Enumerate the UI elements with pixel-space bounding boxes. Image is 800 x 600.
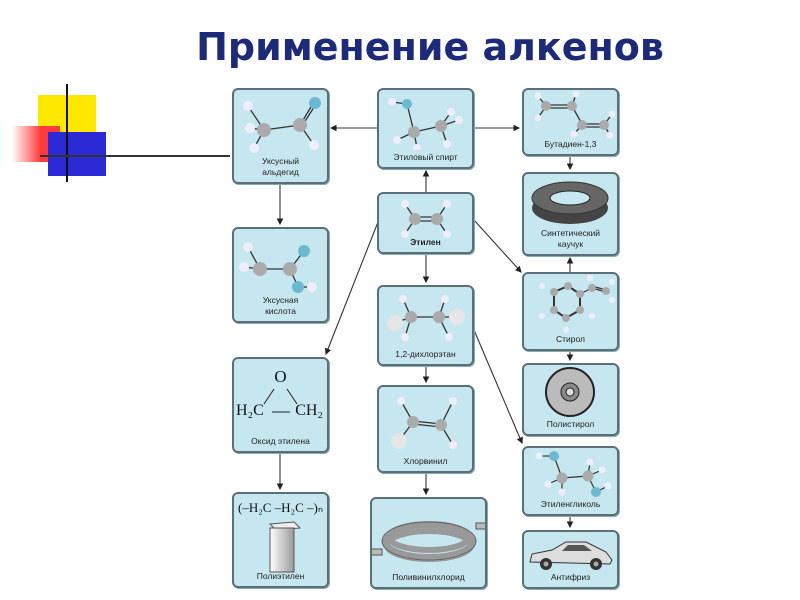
node-polystyrene: Полистирол xyxy=(522,363,619,436)
node-label: Уксусный альдегид xyxy=(261,156,300,177)
formula-ch2: CH₂ xyxy=(295,402,323,419)
node-ethylene: Этилен xyxy=(377,192,474,254)
node-ethylene-glycol: Этиленгликоль xyxy=(522,446,619,516)
horizontal-line-decoration xyxy=(40,155,230,157)
vertical-line-decoration xyxy=(66,84,68,182)
dichloroethane-molecule-icon xyxy=(387,295,465,341)
node-label: Полиэтилен xyxy=(256,571,305,581)
node-label: Синтетический каучук xyxy=(540,228,601,249)
node-dichloroethane: 1,2-дихлорэтан xyxy=(377,285,474,366)
node-label: Хлорвинил xyxy=(403,456,448,466)
package-icon xyxy=(268,521,302,573)
node-ethylene-oxide: O H₂C CH₂ Оксид этилена xyxy=(232,357,329,453)
node-ethanol: Этиловый спирт xyxy=(377,88,474,169)
ethanol-molecule-icon xyxy=(388,98,463,152)
formula-o: O xyxy=(274,367,287,386)
ethylene-glycol-molecule-icon xyxy=(535,451,612,497)
node-chlorvinyl: Хлорвинил xyxy=(377,385,474,473)
node-label: Антифриз xyxy=(550,572,591,582)
node-acetic-acid: Уксусная кислота xyxy=(232,227,329,323)
node-butadiene: Бутадиен-1,3 xyxy=(522,88,619,156)
node-label: Оксид этилена xyxy=(251,436,310,446)
polyethylene-formula: (–H₂C –H₂C –)ₙ xyxy=(237,500,324,515)
slide-title: Применение алкенов xyxy=(196,25,664,69)
node-label: Стирол xyxy=(555,334,585,344)
acetic-acid-molecule-icon xyxy=(239,242,317,293)
arrow-ethylene-oxide xyxy=(324,221,379,356)
node-label: Уксусная кислота xyxy=(262,295,299,316)
chlorvinyl-molecule-icon xyxy=(391,397,457,449)
hose-icon xyxy=(369,521,489,562)
butadiene-molecule-icon xyxy=(534,90,616,139)
node-styrene: Стирол xyxy=(522,272,619,351)
arrow-dichloroethane-glycol xyxy=(473,329,523,445)
node-pvc: Поливинилхлорид xyxy=(369,497,489,589)
node-label: 1,2-дихлорэтан xyxy=(395,349,456,359)
acetaldehyde-molecule-icon xyxy=(243,97,321,153)
blue-square-decoration xyxy=(48,132,106,176)
node-synthetic-rubber: Синтетический каучук xyxy=(522,172,619,256)
styrene-molecule-icon xyxy=(539,275,615,333)
node-antifreeze: Антифриз xyxy=(522,530,619,589)
tire-icon xyxy=(531,181,609,224)
arrow-ethylene-styrene xyxy=(473,219,522,273)
car-icon xyxy=(529,541,613,570)
node-label: Этиловый спирт xyxy=(393,152,458,162)
epoxide-bonds xyxy=(263,388,298,413)
node-label: Этиленгликоль xyxy=(540,499,601,509)
formula-h2c: H₂C xyxy=(236,402,264,419)
ethylene-molecule-icon xyxy=(401,200,451,238)
node-label: Поливинилхлорид xyxy=(392,572,465,582)
node-label: Бутадиен-1,3 xyxy=(544,139,597,149)
node-label: Полистирол xyxy=(546,419,595,429)
node-polyethylene: (–H₂C –H₂C –)ₙ Полиэтилен xyxy=(232,492,329,588)
node-label: Этилен xyxy=(410,237,441,247)
cd-disc-icon xyxy=(545,367,595,417)
node-acetaldehyde: Уксусный альдегид xyxy=(232,88,329,184)
